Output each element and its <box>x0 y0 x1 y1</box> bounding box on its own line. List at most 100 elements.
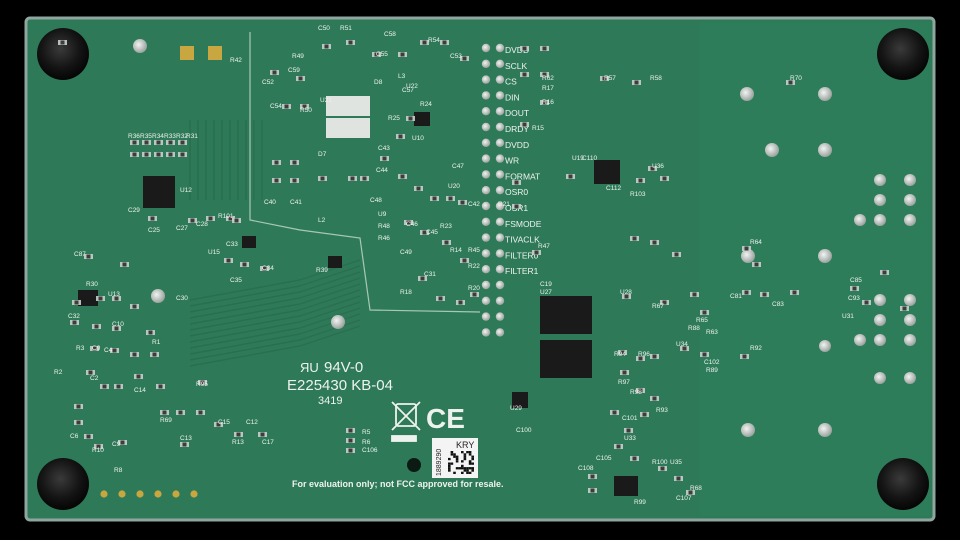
ref-designator: R68 <box>690 485 702 492</box>
smd-component <box>674 476 683 481</box>
ref-designator: C12 <box>246 419 258 426</box>
smd-component <box>224 258 233 263</box>
ref-designator: C49 <box>400 249 412 256</box>
signal-label: DIN <box>505 92 520 102</box>
rubber-foot-bottom-left <box>37 458 89 510</box>
ref-designator: R6 <box>362 439 371 446</box>
pcb-trace <box>189 295 361 337</box>
ref-designator: R30 <box>86 281 98 288</box>
ic-u12 <box>143 176 175 208</box>
ref-designator: R24 <box>420 101 432 108</box>
qr-module <box>448 467 451 470</box>
smd-component <box>420 230 429 235</box>
smd-component <box>296 76 305 81</box>
qr-module <box>468 453 472 456</box>
smd-component <box>624 428 633 433</box>
smd-component <box>226 216 235 221</box>
ref-designator: R22 <box>468 263 480 270</box>
serial-number: 1889290 <box>436 449 443 476</box>
smd-component <box>630 456 639 461</box>
ref-designator: R65 <box>696 317 708 324</box>
ref-designator: C93 <box>848 295 860 302</box>
qr-module <box>471 457 474 461</box>
smd-component <box>232 218 241 223</box>
ref-designator: C19 <box>540 281 552 288</box>
smd-component <box>94 444 103 449</box>
smd-component <box>396 134 405 139</box>
smd-component <box>120 262 129 267</box>
smd-component <box>420 40 429 45</box>
header-pin <box>495 122 505 132</box>
via <box>151 289 165 303</box>
qr-module <box>461 467 464 470</box>
test-point <box>118 490 126 498</box>
ref-designator: C40 <box>264 199 276 206</box>
smd-component <box>790 290 799 295</box>
ref-designator: R39 <box>316 267 328 274</box>
signal-label: DOUT <box>505 108 529 118</box>
ref-designator: R31 <box>186 133 198 140</box>
ref-designator: U35 <box>670 459 682 466</box>
ref-designator: R10 <box>92 447 104 454</box>
ref-designator: R35 <box>140 133 152 140</box>
serial-label-code: KRY <box>456 440 474 450</box>
ref-designator: R51 <box>340 25 352 32</box>
ref-designator: U22 <box>406 83 418 90</box>
smd-component <box>622 294 631 299</box>
ref-designator: C17 <box>262 439 274 446</box>
smd-component <box>86 370 95 375</box>
smd-component <box>540 72 549 77</box>
qr-module <box>463 453 467 456</box>
ref-designator: U15 <box>208 249 220 256</box>
smd-component <box>460 258 469 263</box>
smd-component <box>406 116 415 121</box>
ref-designator: R13 <box>232 439 244 446</box>
smd-component <box>130 152 139 157</box>
ref-designator: C9 <box>92 345 101 352</box>
ref-designator: R50 <box>300 107 312 114</box>
ref-designator: R70 <box>790 75 802 82</box>
ref-designator: C34 <box>262 265 274 272</box>
smd-component <box>282 104 291 109</box>
smd-component <box>272 178 281 183</box>
ref-designator: C27 <box>176 225 188 232</box>
ref-designator: C83 <box>772 301 784 308</box>
ref-designator: L2 <box>318 217 326 224</box>
smd-component <box>142 140 151 145</box>
ref-designator: C53 <box>450 53 462 60</box>
header-pin <box>481 312 491 321</box>
smd-component <box>418 276 427 281</box>
smd-component <box>74 404 83 409</box>
test-point <box>100 490 108 498</box>
smd-component <box>198 380 207 385</box>
header-pin <box>495 233 505 242</box>
ref-designator: C106 <box>362 447 378 454</box>
smd-component <box>134 374 143 379</box>
pcb-trace <box>189 265 361 307</box>
ref-designator: R16 <box>542 99 554 106</box>
smd-component <box>150 352 159 357</box>
smd-component <box>92 324 101 329</box>
header-pin <box>495 170 505 179</box>
header-pin <box>481 280 491 290</box>
ul-logo: ЯU <box>300 360 319 375</box>
smd-component <box>110 348 119 353</box>
ref-designator: R47 <box>538 243 550 250</box>
signal-label: FSMODE <box>505 219 542 229</box>
ref-designator: C48 <box>370 197 382 204</box>
header-pin <box>481 233 491 242</box>
smd-component <box>240 262 249 267</box>
ic-u35 <box>614 476 638 496</box>
smd-component <box>118 440 127 445</box>
ref-designator: C44 <box>376 167 388 174</box>
ref-designator: C52 <box>262 79 274 86</box>
smd-component <box>436 296 445 301</box>
test-point <box>154 490 162 498</box>
smd-component <box>740 354 749 359</box>
header-pin <box>481 138 491 147</box>
ref-designator: R69 <box>160 417 172 424</box>
ref-designator: R14 <box>450 247 462 254</box>
ref-designator: R32 <box>176 133 188 140</box>
header-pin <box>481 201 491 211</box>
smd-component <box>636 178 645 183</box>
